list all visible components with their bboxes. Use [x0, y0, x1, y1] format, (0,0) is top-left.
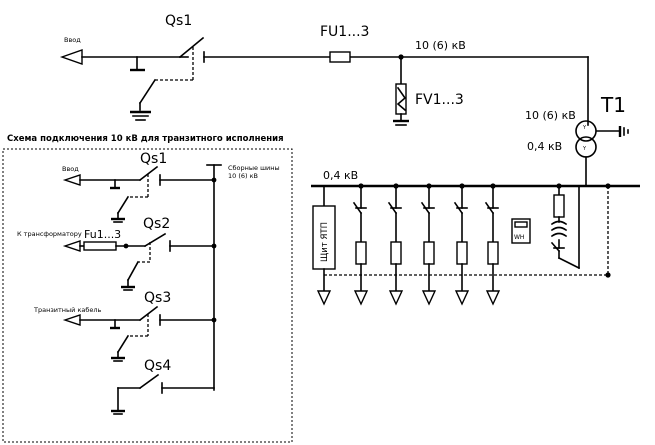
- lv-fuse-icon: [553, 194, 565, 218]
- inset-busbar: Сборные шины 10 (6) кВ: [206, 164, 280, 391]
- panel-label: Щит ЯТП: [320, 222, 330, 262]
- inset-row-transformer: [62, 232, 217, 291]
- energy-meter: [511, 218, 531, 244]
- qs1-label: Qs1: [165, 13, 192, 29]
- inset-title: Схема подключения 10 кВ для транзитного …: [7, 134, 284, 144]
- svg-text:Y: Y: [582, 125, 587, 131]
- transformer-t1: Y Y: [575, 120, 629, 187]
- fv-label: FV1...3: [415, 92, 464, 108]
- lv-bus-voltage-label: 0,4 кВ: [323, 169, 358, 182]
- inset-row3-switch: Qs3: [144, 290, 171, 306]
- qs1-disconnector: [178, 36, 589, 63]
- primary-voltage-label: 10 (6) кВ: [525, 109, 576, 122]
- lv-bus: 0,4 кВ Щит ЯТП: [311, 169, 640, 306]
- fv-arrester: [393, 54, 409, 126]
- fu1-fuse-icon: [329, 51, 351, 63]
- feeder-3: [420, 183, 437, 306]
- feeder-2: [387, 183, 404, 306]
- inset-fuse-icon: [83, 241, 117, 251]
- meter-label: WH: [514, 234, 524, 241]
- inset-row1-label: Ввод: [62, 165, 79, 173]
- feeder-4: [453, 183, 470, 306]
- t1-label: T1: [600, 93, 626, 117]
- main-hv-line: Ввод Qs1 FU1...3 10 (6) кВ: [59, 13, 589, 126]
- inset-row-transit-cable: [62, 305, 217, 362]
- lv-incomer: [550, 183, 581, 270]
- feeder-5: [484, 183, 501, 306]
- inset-row4-switch: Qs4: [144, 358, 171, 374]
- inset-row-earthing: [111, 373, 215, 415]
- secondary-voltage-label: 0,4 кВ: [527, 140, 562, 153]
- line-voltage-label: 10 (6) кВ: [415, 39, 466, 52]
- inset-frame: [2, 148, 293, 443]
- qs1-earthing-switch: [130, 47, 194, 121]
- inset-row2-fuse: Fu1...3: [84, 228, 121, 241]
- input-arrow-icon: [59, 49, 83, 65]
- inset-row1-switch: Qs1: [140, 151, 167, 167]
- inset-row3-label: Транзитный кабель: [33, 306, 102, 314]
- outgoing-arrow-icon: [316, 290, 332, 306]
- input-label: Ввод: [64, 36, 81, 44]
- busbar-label-2: 10 (6) кВ: [228, 172, 258, 180]
- svg-text:Y: Y: [582, 146, 587, 152]
- inset-row2-switch: Qs2: [143, 216, 170, 232]
- inset-row2-label: К трансформатору: [17, 230, 82, 238]
- feeder-1: [352, 183, 369, 306]
- fu-label: FU1...3: [320, 24, 369, 40]
- inset-row-input: [62, 165, 217, 223]
- busbar-label-1: Сборные шины: [228, 164, 280, 172]
- current-transformer-icon: [550, 220, 568, 238]
